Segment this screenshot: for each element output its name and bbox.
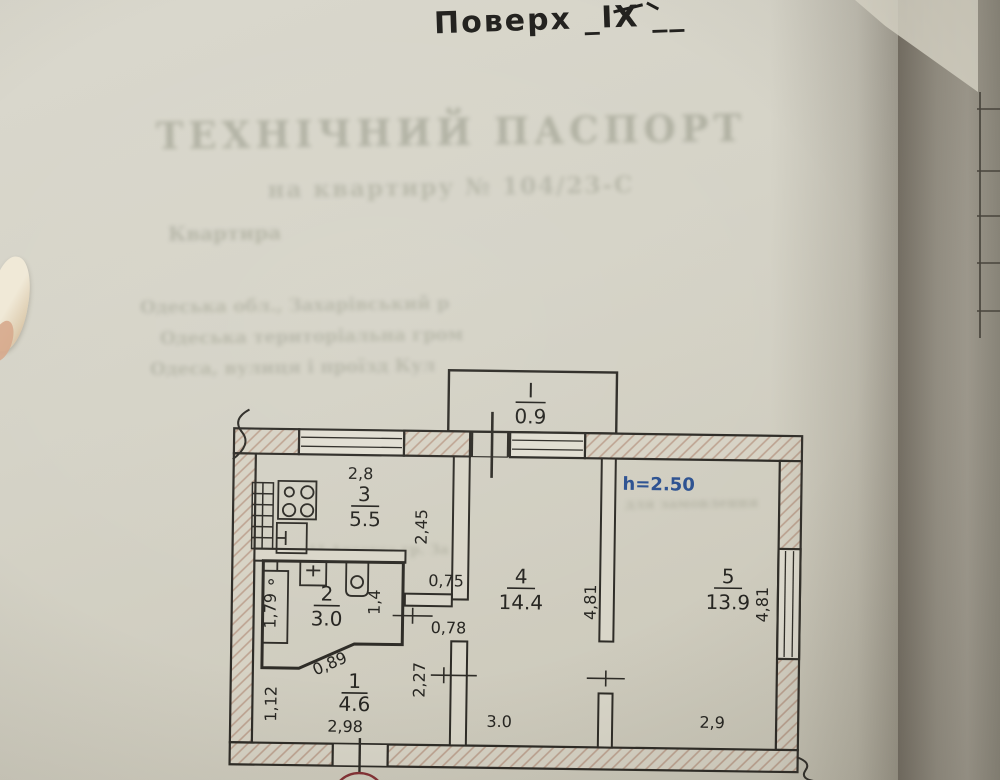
room3-area: 5.5 [349,507,381,531]
room5-number: 5 [722,564,735,588]
room3-number: 3 [358,482,371,506]
dim-room4-depth: 4,81 [581,584,600,620]
underlying-table-line-3 [977,215,1000,217]
entrance-door [331,738,389,775]
room2-number: 2 [320,581,333,605]
room4-number: 4 [515,564,528,588]
degree-mark [268,579,274,585]
bathroom-walls [260,559,405,670]
page-curl-shadow [770,0,910,780]
underlying-page [898,0,1000,780]
room1-number: 1 [348,669,361,693]
dim-bath-depth: 1,4 [365,589,384,615]
interior-walls [253,455,617,749]
underlying-table-line-2 [977,170,1000,172]
ceiling-height-note: h=2.50 [622,474,695,496]
dim-room4-width: 3.0 [486,712,512,731]
dim-kitchen-width: 2,8 [348,464,374,483]
room4-area: 14.4 [498,590,543,615]
dim-hall-wall: 2,27 [409,662,428,698]
washbasin [299,561,328,587]
dim-room5-width: 2,9 [699,713,725,732]
toilet [345,561,370,597]
dim-room5-depth: 4,81 [753,587,772,623]
room1-area: 4.6 [338,692,370,716]
dim-kitchen-depth: 2,45 [412,509,431,545]
dim-door-078: 0,78 [431,618,467,637]
stove [277,479,318,521]
kitchen-sink [275,521,308,555]
radiator [250,481,275,550]
dim-door-075: 0,75 [428,571,464,590]
room2-area: 3.0 [311,606,343,630]
dim-hall-width: 2,98 [327,717,363,736]
underlying-table-line-5 [977,310,1000,312]
dim-bath-chamfer: 0,89 [310,648,350,679]
underlying-table-line-1 [977,108,1000,110]
dimension-ticks [392,607,625,687]
balcony-door [469,411,510,478]
underlying-table-line-4 [977,262,1000,264]
balcony-number: І [528,378,534,402]
bathtub [262,560,290,644]
red-stamp-arc [330,771,388,780]
dim-bath-width: 1,79 [260,593,279,629]
room5-area: 13.9 [705,590,750,615]
balcony-area: 0.9 [514,404,546,428]
dim-hall-depth: 1,12 [261,686,280,722]
